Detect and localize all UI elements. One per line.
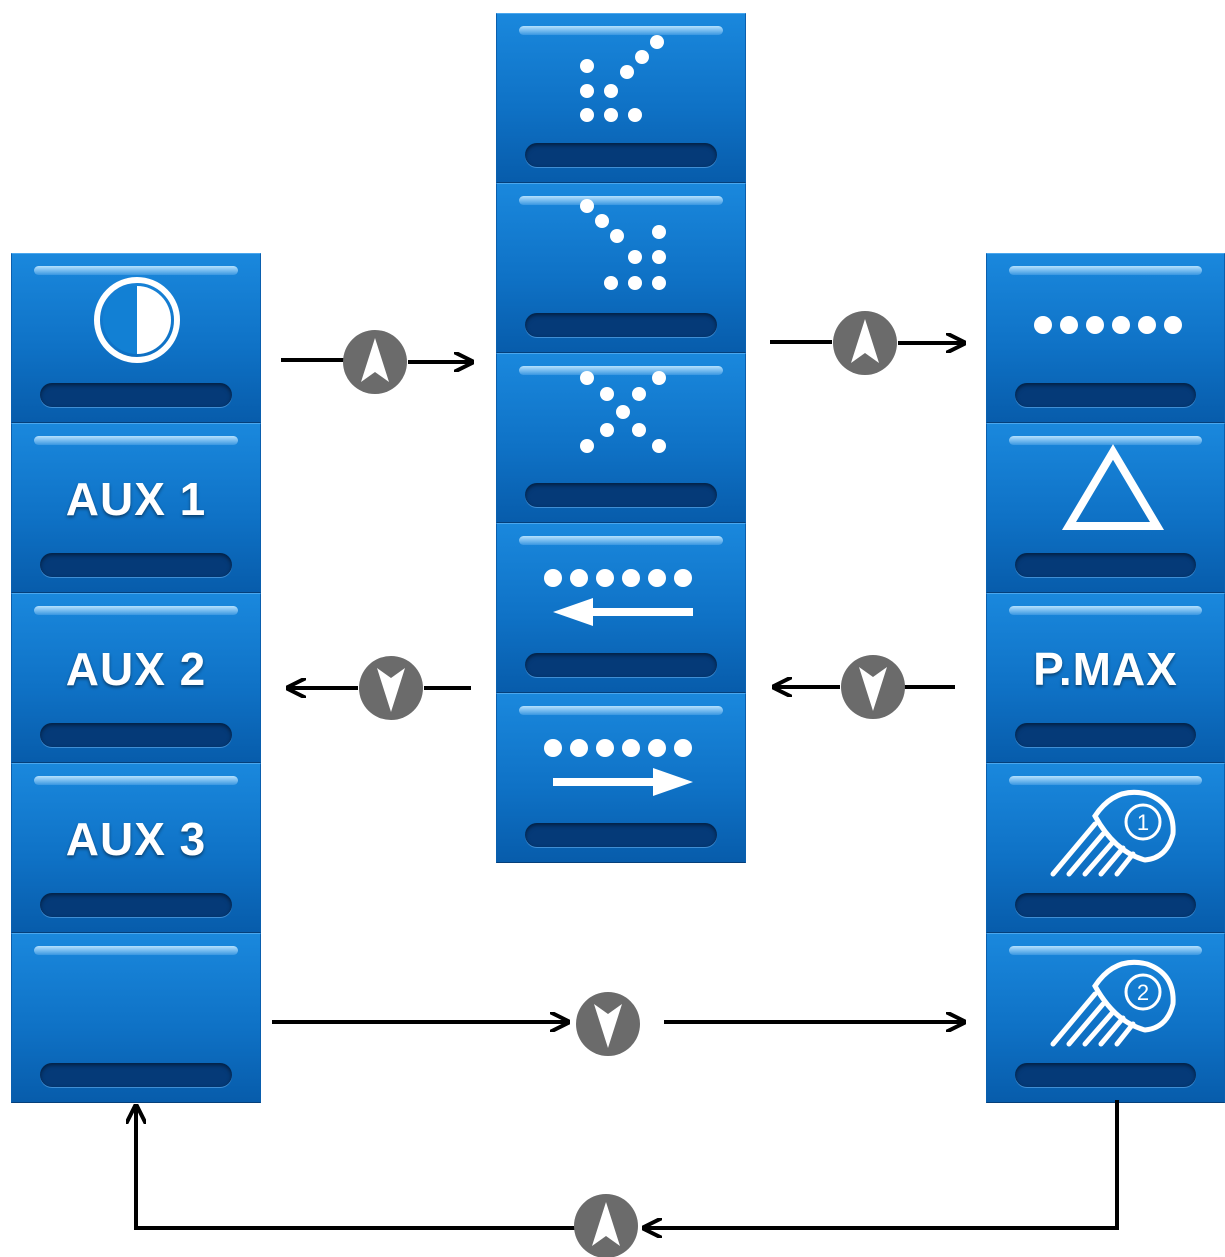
tile-triangle[interactable] <box>986 423 1225 593</box>
triangle-icon <box>1061 444 1165 530</box>
tile-label: AUX 3 <box>65 813 207 865</box>
tile-dots-diagonal-up[interactable] <box>496 13 746 183</box>
tile-status-bar <box>525 653 717 677</box>
tile-status-bar <box>40 553 232 577</box>
tile-p-max[interactable]: P.MAX <box>986 593 1225 763</box>
tile-label: AUX 1 <box>65 473 207 525</box>
tile-dots-x-pattern[interactable] <box>496 353 746 523</box>
tile-status-bar <box>1015 1063 1196 1087</box>
work-light-number: 2 <box>1137 980 1149 1005</box>
nav-up-button[interactable] <box>343 330 407 394</box>
tile-status-bar <box>40 893 232 917</box>
tile-status-bar <box>1015 383 1196 407</box>
tile-status-bar <box>40 723 232 747</box>
tile-status-bar <box>40 1063 232 1087</box>
tile-aux-3[interactable]: AUX 3 <box>11 763 261 933</box>
tile-aux-2[interactable]: AUX 2 <box>11 593 261 763</box>
work-light-1-icon: 1 <box>1050 789 1176 877</box>
tile-label: P.MAX <box>1033 643 1178 695</box>
connector-return-arrow <box>646 1100 1119 1228</box>
tile-dots-arrow-left[interactable] <box>496 523 746 693</box>
middle-column <box>496 13 746 863</box>
work-light-2-icon: 2 <box>1050 959 1176 1047</box>
nav-down-button[interactable] <box>841 655 905 719</box>
tile-status-bar <box>525 313 717 337</box>
tile-dots-arrow-right[interactable] <box>496 693 746 863</box>
tile-label: AUX 2 <box>65 643 207 695</box>
dots-arrow-right-icon <box>544 739 693 796</box>
tile-work-light-2[interactable]: 2 <box>986 933 1225 1103</box>
tile-aux-1[interactable]: AUX 1 <box>11 423 261 593</box>
nav-down-button[interactable] <box>359 656 423 720</box>
tile-dots-diagonal-down[interactable] <box>496 183 746 353</box>
nav-down-button[interactable] <box>576 992 640 1056</box>
tile-status-bar <box>1015 893 1196 917</box>
tile-status-bar <box>1015 723 1196 747</box>
tile-status-bar <box>525 823 717 847</box>
dots-x-pattern-icon <box>580 371 666 453</box>
tile-blank[interactable] <box>11 933 261 1103</box>
nav-up-button[interactable] <box>574 1194 638 1257</box>
nav-up-button[interactable] <box>833 311 897 375</box>
dots-diagonal-down-icon <box>580 199 666 290</box>
half-circle-icon <box>94 277 180 363</box>
tile-status-bar <box>525 483 717 507</box>
right-column: P.MAX 1 <box>986 253 1225 1103</box>
dots-row-icon <box>1034 316 1182 334</box>
tile-status-bar <box>525 143 717 167</box>
tile-status-bar <box>40 383 232 407</box>
connector-return-arrow <box>136 1108 576 1230</box>
dots-diagonal-up-icon <box>580 35 664 122</box>
left-column: AUX 1 AUX 2 AUX 3 <box>11 253 261 1103</box>
tile-status-bar <box>1015 553 1196 577</box>
tile-half-circle[interactable] <box>11 253 261 423</box>
tile-work-light-1[interactable]: 1 <box>986 763 1225 933</box>
work-light-number: 1 <box>1137 810 1149 835</box>
dots-arrow-left-icon <box>544 569 693 626</box>
